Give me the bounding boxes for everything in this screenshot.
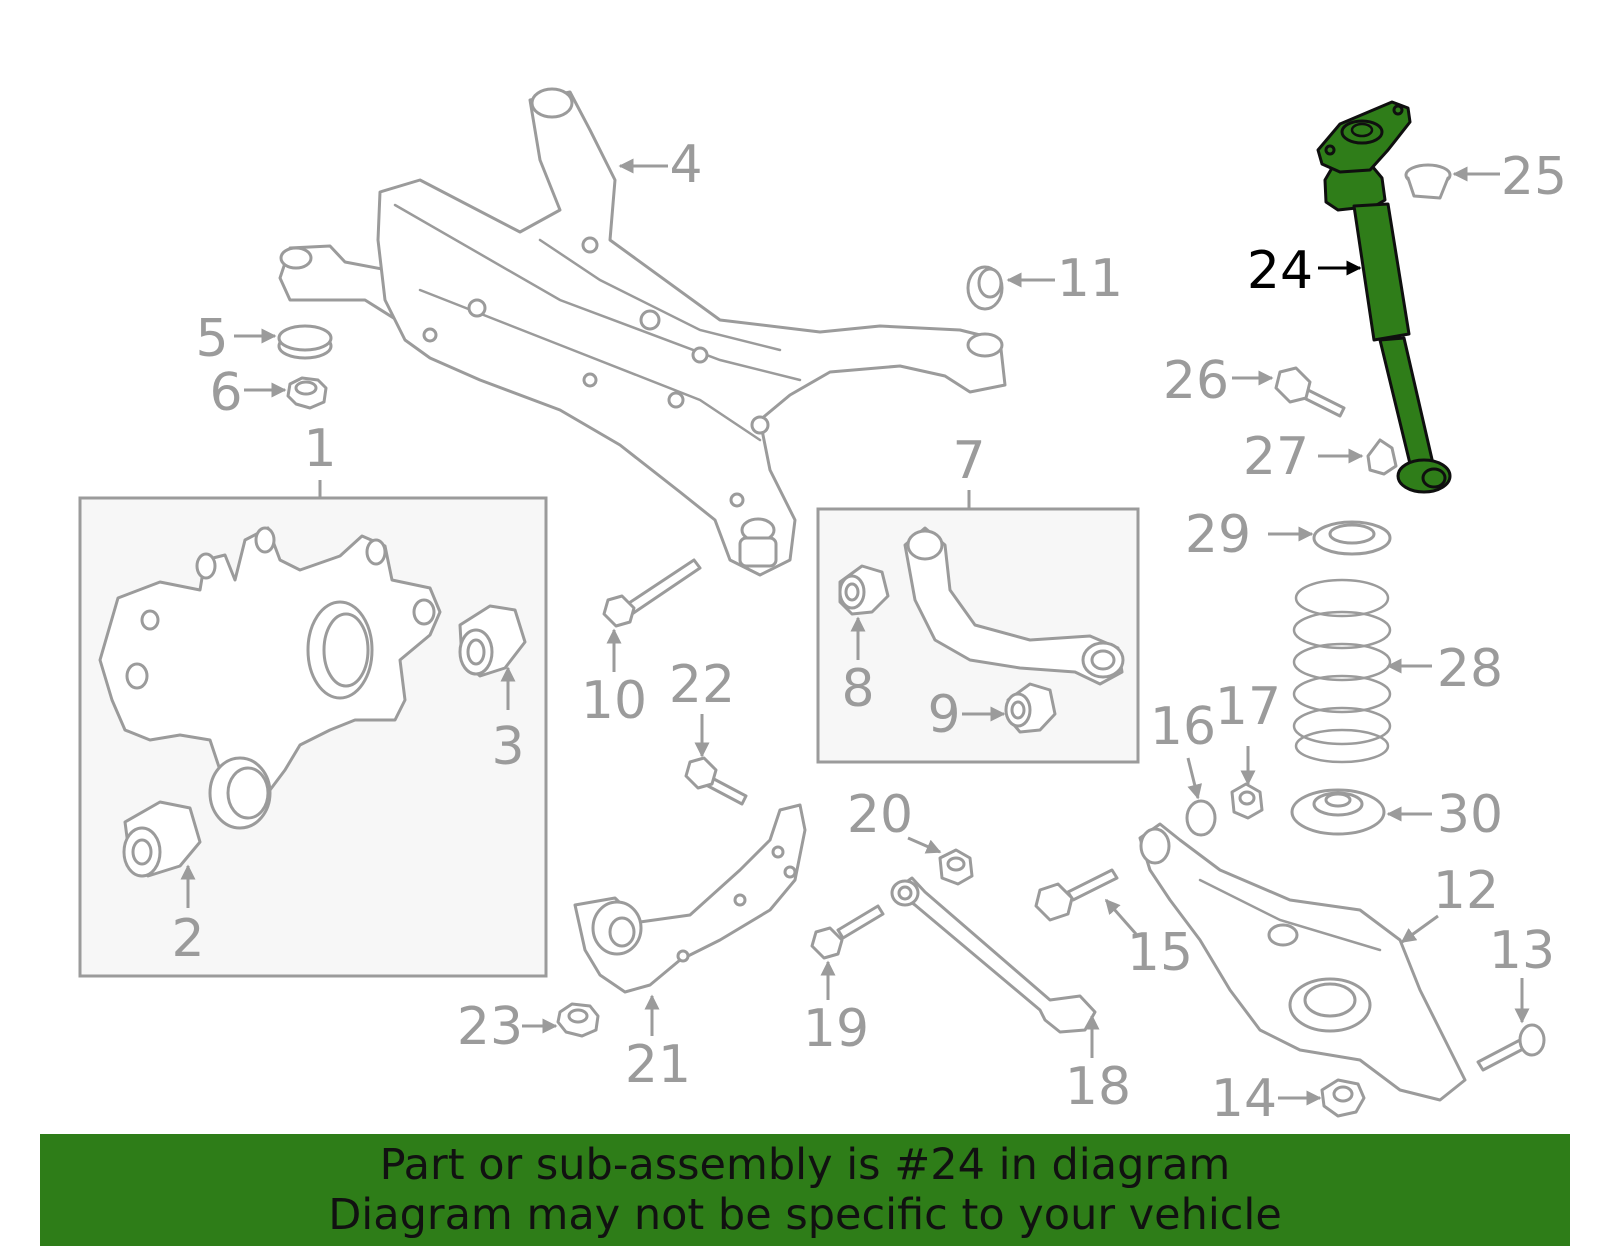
bolt-part-26[interactable] — [1274, 366, 1346, 418]
callout-25[interactable]: 25 — [1501, 147, 1567, 207]
leader-16 — [1186, 757, 1203, 800]
clip-part-27[interactable] — [1366, 438, 1398, 476]
callout-29[interactable]: 29 — [1185, 505, 1251, 565]
leader-15 — [1104, 898, 1138, 935]
callout-20[interactable]: 20 — [847, 785, 913, 845]
shock-absorber-part-24[interactable] — [1316, 100, 1452, 494]
bolt-part-19[interactable] — [810, 904, 885, 960]
spring-seat-part-30[interactable] — [1290, 788, 1386, 836]
o-ring-part-16[interactable] — [1185, 799, 1217, 837]
callout-27[interactable]: 27 — [1243, 427, 1309, 487]
nut-part-20[interactable] — [938, 848, 974, 886]
callout-12[interactable]: 12 — [1433, 861, 1499, 921]
lower-arm-part-12[interactable] — [1138, 822, 1467, 1102]
nut-part-6[interactable] — [286, 376, 328, 410]
callout-1[interactable]: 1 — [303, 419, 336, 479]
banner-line-2: Diagram may not be specific to your vehi… — [328, 1190, 1282, 1240]
spring-seat-part-29[interactable] — [1312, 520, 1392, 556]
callout-13[interactable]: 13 — [1489, 921, 1555, 981]
bolt-part-10[interactable] — [602, 558, 702, 628]
callout-18[interactable]: 18 — [1065, 1057, 1131, 1117]
nut-part-17[interactable] — [1230, 782, 1264, 820]
bolt-part-13[interactable] — [1476, 1023, 1546, 1072]
callout-3[interactable]: 3 — [491, 717, 524, 777]
callout-17[interactable]: 17 — [1215, 677, 1281, 737]
callout-15[interactable]: 15 — [1127, 923, 1193, 983]
bushing-part-2[interactable] — [122, 800, 202, 878]
trailing-arm-part-21[interactable] — [573, 803, 807, 994]
callout-14[interactable]: 14 — [1211, 1069, 1277, 1129]
leader-20 — [907, 836, 942, 854]
callout-6[interactable]: 6 — [209, 363, 242, 423]
part-info-banner: Part or sub-assembly is #24 in diagram D… — [40, 1134, 1570, 1246]
callout-23[interactable]: 23 — [457, 997, 523, 1057]
callout-4[interactable]: 4 — [669, 135, 702, 195]
coil-spring-part-28[interactable] — [1292, 578, 1392, 764]
knuckle-part-1[interactable] — [98, 526, 442, 830]
leader-12 — [1400, 914, 1439, 944]
callout-2[interactable]: 2 — [171, 909, 204, 969]
nut-part-23[interactable] — [556, 1002, 600, 1038]
callout-21[interactable]: 21 — [625, 1035, 691, 1095]
callout-11[interactable]: 11 — [1057, 249, 1123, 309]
subframe-part-4[interactable] — [278, 87, 1007, 577]
callout-9[interactable]: 9 — [927, 685, 960, 745]
nut-part-14[interactable] — [1320, 1078, 1366, 1118]
bump-stop-part-25[interactable] — [1404, 163, 1452, 200]
washer-part-5[interactable] — [277, 324, 333, 360]
callout-5[interactable]: 5 — [195, 309, 228, 369]
callout-22[interactable]: 22 — [669, 655, 735, 715]
callout-24[interactable]: 24 — [1247, 241, 1313, 301]
bolt-part-15[interactable] — [1034, 868, 1119, 922]
bushing-part-8[interactable] — [838, 564, 890, 616]
bolt-part-22[interactable] — [684, 756, 748, 806]
callout-28[interactable]: 28 — [1437, 639, 1503, 699]
upper-arm-part-7[interactable] — [903, 526, 1125, 686]
callout-16[interactable]: 16 — [1150, 697, 1216, 757]
callout-30[interactable]: 30 — [1437, 785, 1503, 845]
callout-19[interactable]: 19 — [803, 999, 869, 1059]
callout-7[interactable]: 7 — [952, 431, 985, 491]
callout-8[interactable]: 8 — [841, 659, 874, 719]
callout-10[interactable]: 10 — [581, 671, 647, 731]
nut-part-11[interactable] — [966, 265, 1004, 311]
banner-line-1: Part or sub-assembly is #24 in diagram — [379, 1140, 1231, 1190]
callout-26[interactable]: 26 — [1163, 351, 1229, 411]
bushing-part-9[interactable] — [1004, 682, 1057, 734]
bushing-part-3[interactable] — [458, 604, 527, 678]
